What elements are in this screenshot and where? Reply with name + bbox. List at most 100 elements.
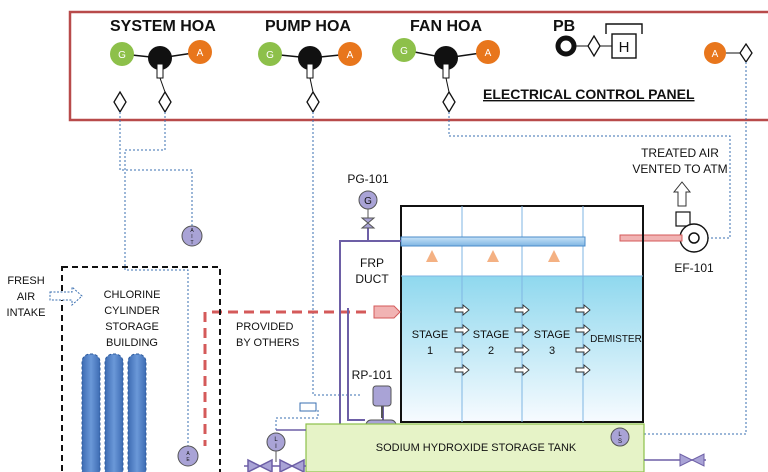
chlorine-building: CHLORINE CYLINDER STORAGE BUILDING bbox=[61, 266, 221, 472]
fresh-air-label-3: INTAKE bbox=[7, 307, 46, 319]
tank-label: SODIUM HYDROXIDE STORAGE TANK bbox=[376, 442, 577, 454]
flow-arrow-icon bbox=[454, 344, 470, 356]
pg-label: PG-101 bbox=[347, 172, 389, 186]
pump-motor bbox=[372, 385, 392, 407]
pushbutton-ring-icon bbox=[555, 35, 577, 57]
spray-nozzle-icon bbox=[487, 250, 499, 262]
panel-title: ELECTRICAL CONTROL PANEL bbox=[483, 86, 695, 102]
chlorine-cylinder-3 bbox=[127, 353, 147, 472]
hand-station-box bbox=[611, 33, 637, 59]
system-a-text: A bbox=[197, 48, 204, 59]
duct-inlet-arrow-icon bbox=[373, 305, 401, 319]
flow-arrow-icon bbox=[575, 304, 591, 316]
flow-arrow-icon bbox=[575, 364, 591, 376]
fan-a-text: A bbox=[485, 48, 492, 59]
treated-air-label-1: TREATED AIR bbox=[641, 146, 719, 160]
fan-auto-lamp bbox=[476, 40, 500, 64]
system-g-text: G bbox=[118, 50, 126, 61]
frp-label-1: FRP bbox=[360, 256, 384, 270]
hand-box-text: H bbox=[619, 39, 630, 56]
flow-arrow-icon bbox=[454, 364, 470, 376]
rp-label: RP-101 bbox=[352, 368, 393, 382]
flow-arrows bbox=[454, 304, 591, 376]
stage3-number: 3 bbox=[549, 345, 555, 357]
pushbutton[interactable]: H bbox=[555, 23, 643, 59]
vent-up-arrow-icon bbox=[672, 181, 692, 207]
gauge-letter: G bbox=[364, 196, 372, 207]
building-label-1: CHLORINE bbox=[104, 289, 161, 301]
tank-vent-fitting bbox=[299, 402, 317, 412]
ae-letter-1: A bbox=[186, 451, 190, 457]
analyzer-element: A E bbox=[177, 445, 199, 467]
pressure-gauge[interactable]: PG-101 G bbox=[347, 172, 389, 229]
flow-arrow-icon bbox=[514, 304, 530, 316]
fresh-air-label-2: AIR bbox=[17, 291, 35, 303]
pump-a-text: A bbox=[347, 50, 354, 61]
provided-label-2: BY OTHERS bbox=[236, 337, 299, 349]
building-label-2: CYLINDER bbox=[104, 305, 160, 317]
pump-selector-knob bbox=[298, 46, 322, 70]
fan-hoa-label: FAN HOA bbox=[410, 18, 482, 35]
system-selector-knob bbox=[148, 46, 172, 70]
pump-hand-lamp bbox=[258, 42, 282, 66]
flow-arrow-icon bbox=[575, 344, 591, 356]
frp-label-2: DUCT bbox=[355, 272, 389, 286]
fan-duct bbox=[619, 234, 683, 242]
system-auto-lamp bbox=[188, 40, 212, 64]
flow-arrow-icon bbox=[514, 364, 530, 376]
fan-g-text: G bbox=[400, 46, 408, 57]
spray-nozzle-icon bbox=[426, 250, 438, 262]
ls-letter-1: L bbox=[618, 432, 622, 438]
fan-hand-lamp bbox=[392, 38, 416, 62]
pump-hoa-switch[interactable]: G A bbox=[258, 42, 362, 79]
demister-label: DEMISTER bbox=[590, 334, 642, 345]
signal-lines bbox=[119, 62, 747, 446]
ae-letter-2: E bbox=[186, 457, 190, 463]
stage1-number: 1 bbox=[427, 345, 433, 357]
spray-header bbox=[400, 236, 586, 247]
ait-letter-2: I bbox=[191, 234, 192, 240]
terminal-diamonds bbox=[113, 77, 456, 114]
flow-arrow-icon bbox=[514, 344, 530, 356]
li-letter-2: I bbox=[275, 444, 277, 450]
level-indicator: L I bbox=[266, 429, 306, 462]
flow-arrow-icon bbox=[454, 304, 470, 316]
pb-label: PB bbox=[553, 18, 575, 35]
system-hoa-label: SYSTEM HOA bbox=[110, 18, 216, 35]
fresh-air-arrow-icon bbox=[49, 285, 83, 307]
stage2-number: 2 bbox=[488, 345, 494, 357]
stage1-label: STAGE bbox=[412, 329, 448, 341]
chlorine-cylinder-2 bbox=[104, 353, 124, 472]
building-label-4: BUILDING bbox=[106, 337, 158, 349]
flow-arrow-icon bbox=[514, 324, 530, 336]
tank-outlet-valve[interactable] bbox=[644, 453, 706, 467]
alarm-lamp: A bbox=[704, 42, 753, 64]
ef-label: EF-101 bbox=[674, 261, 714, 275]
system-hand-lamp bbox=[110, 42, 134, 66]
fan-selector-knob bbox=[434, 46, 458, 70]
ait-letter-1: A bbox=[190, 228, 194, 234]
building-label-3: STORAGE bbox=[105, 321, 159, 333]
analyzer-transmitter: A I T bbox=[181, 225, 203, 247]
stage2-label: STAGE bbox=[473, 329, 509, 341]
fan-hoa-switch[interactable]: G A bbox=[392, 38, 500, 79]
fresh-air-label-1: FRESH bbox=[7, 275, 44, 287]
pump-hoa-label: PUMP HOA bbox=[265, 18, 351, 35]
fan-hub-icon bbox=[688, 232, 700, 244]
pump-g-text: G bbox=[266, 50, 274, 61]
pump-auto-lamp bbox=[338, 42, 362, 66]
exhaust-fan[interactable]: EF-101 bbox=[674, 211, 714, 275]
electrical-control-panel: SYSTEM HOA PUMP HOA FAN HOA PB ELECTRICA… bbox=[68, 10, 768, 122]
flow-arrow-icon bbox=[454, 324, 470, 336]
stage3-label: STAGE bbox=[534, 329, 570, 341]
flow-arrow-icon bbox=[575, 324, 591, 336]
storage-tank: SODIUM HYDROXIDE STORAGE TANK bbox=[299, 402, 645, 472]
treated-air-label-2: VENTED TO ATM bbox=[632, 162, 727, 176]
gauge-valve-icon bbox=[360, 217, 376, 229]
scrubber-vessel: STAGE 1 STAGE 2 STAGE 3 DEMISTER bbox=[400, 205, 644, 423]
provided-label-1: PROVIDED bbox=[236, 321, 294, 333]
spray-nozzle-icon bbox=[548, 250, 560, 262]
drain-valves[interactable] bbox=[244, 458, 306, 472]
level-switch: L S bbox=[610, 427, 630, 447]
